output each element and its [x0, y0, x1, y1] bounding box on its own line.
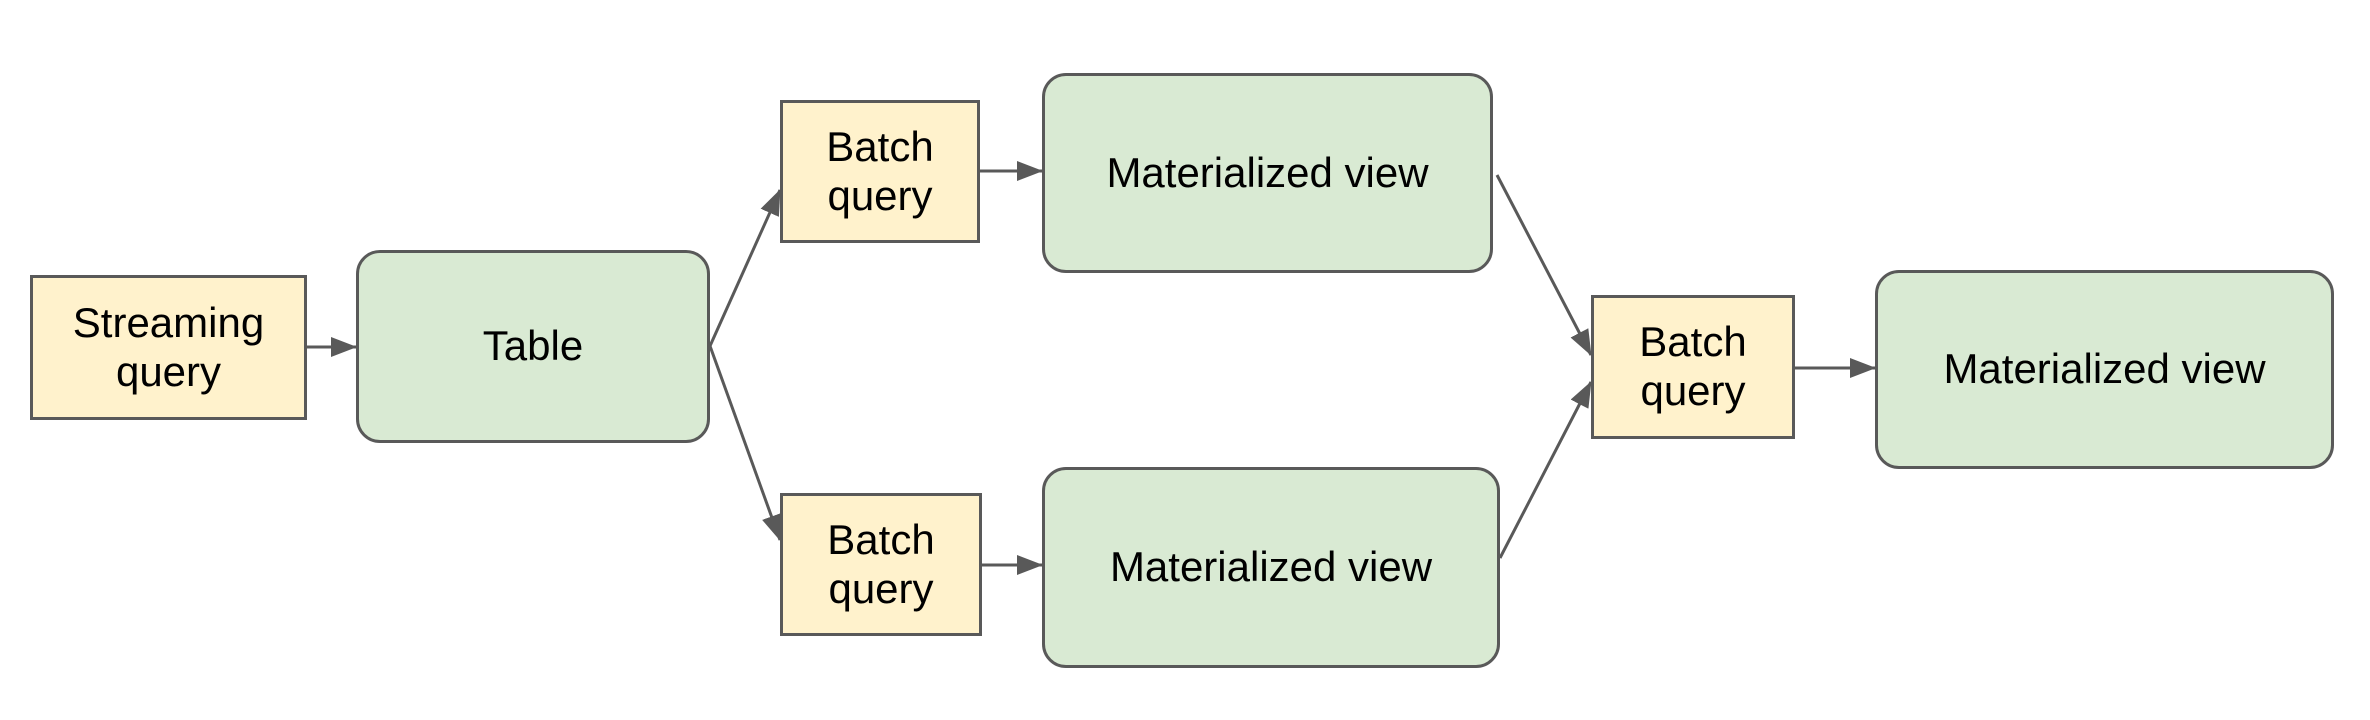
node-materialized-view-right: Materialized view — [1875, 270, 2334, 469]
node-materialized-view-top: Materialized view — [1042, 73, 1493, 273]
node-batch-query-bottom-label: Batch query — [827, 515, 935, 612]
edge-table-to-batch-query-bottom — [708, 345, 782, 541]
node-batch-query-right-label: Batch query — [1639, 318, 1747, 414]
node-materialized-view-right-label: Materialized view — [1943, 345, 2266, 393]
node-table-label: Table — [482, 322, 584, 370]
edge-mv-bottom-to-batch-query-right — [1498, 381, 1593, 559]
node-batch-query-top-label: Batch query — [826, 122, 934, 219]
node-table: Table — [356, 250, 710, 443]
node-materialized-view-bottom: Materialized view — [1042, 467, 1500, 668]
node-streaming-query: Streaming query — [30, 275, 307, 420]
edge-table-to-batch-query-top — [708, 189, 782, 347]
edge-mv-top-to-batch-query-right — [1495, 174, 1593, 356]
node-batch-query-bottom: Batch query — [780, 493, 982, 636]
node-materialized-view-top-label: Materialized view — [1106, 148, 1429, 196]
node-streaming-query-label: Streaming query — [72, 298, 265, 395]
node-batch-query-top: Batch query — [780, 100, 980, 243]
node-batch-query-right: Batch query — [1591, 295, 1795, 439]
node-materialized-view-bottom-label: Materialized view — [1109, 543, 1433, 591]
